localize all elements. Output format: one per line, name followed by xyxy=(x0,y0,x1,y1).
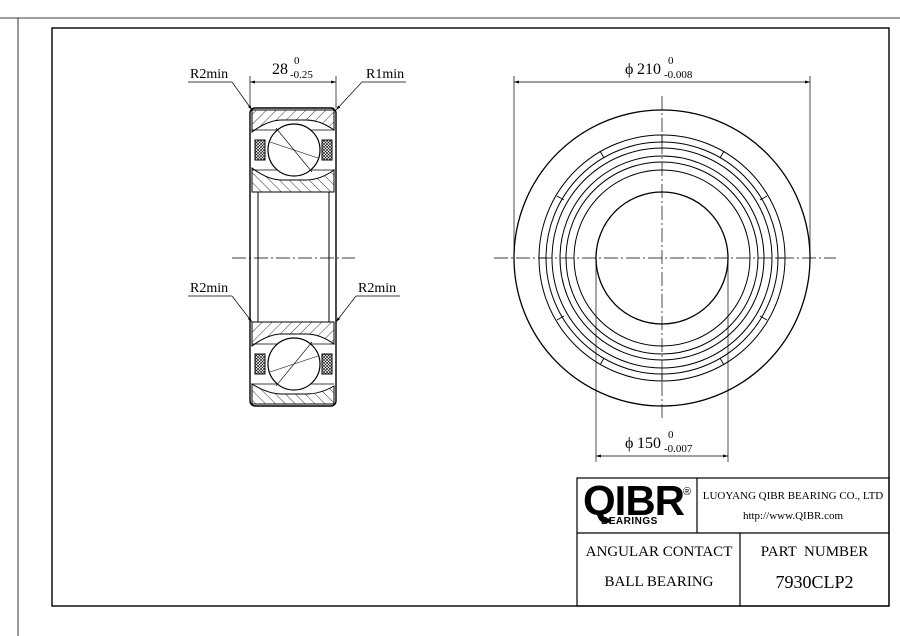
width-upper-tol: 0 xyxy=(294,55,300,67)
bore-upper-tol: 0 xyxy=(668,429,674,441)
width-dimension: 28 0 -0.25 xyxy=(272,55,313,81)
od-nominal: 210 xyxy=(637,61,661,78)
od-prefix: ϕ xyxy=(625,61,633,78)
part-number: 7930CLP2 xyxy=(775,572,854,592)
bore-lower-tol: -0.007 xyxy=(664,443,693,455)
drawing-border xyxy=(51,27,890,607)
company-website[interactable]: http://www.QIBR.com xyxy=(742,510,844,522)
part-number-label: PART NUMBER xyxy=(760,544,869,560)
bore-nominal: 150 xyxy=(637,435,661,452)
title-block-frame xyxy=(576,477,890,607)
radius-label-top-left: R2min xyxy=(190,67,228,82)
od-upper-tol: 0 xyxy=(668,55,674,67)
radius-label-top-right: R1min xyxy=(366,67,404,82)
company-name: LUOYANG QIBR BEARING CO., LTD xyxy=(702,490,884,502)
description-line-1: ANGULAR CONTACT xyxy=(585,544,733,560)
radius-label-bottom-left: R2min xyxy=(190,281,228,296)
od-lower-tol: -0.008 xyxy=(664,69,693,81)
front-view xyxy=(494,76,836,462)
logo-subtitle: BEARINGS xyxy=(601,516,658,527)
logo-wordmark: QIBR xyxy=(583,477,685,524)
width-nominal: 28 xyxy=(272,61,288,78)
bore-prefix: ϕ xyxy=(625,435,633,452)
width-lower-tol: -0.25 xyxy=(290,69,313,81)
outer-diameter-dimension: ϕ 210 0 -0.008 xyxy=(625,55,693,81)
bore-diameter-dimension: ϕ 150 0 -0.007 xyxy=(625,429,693,455)
registered-mark: ® xyxy=(683,486,692,498)
cross-section-view xyxy=(188,76,406,407)
company-logo: QIBR ® BEARINGS xyxy=(579,477,693,532)
description-line-2: BALL BEARING xyxy=(604,574,714,590)
radius-label-bottom-right: R2min xyxy=(358,281,396,296)
